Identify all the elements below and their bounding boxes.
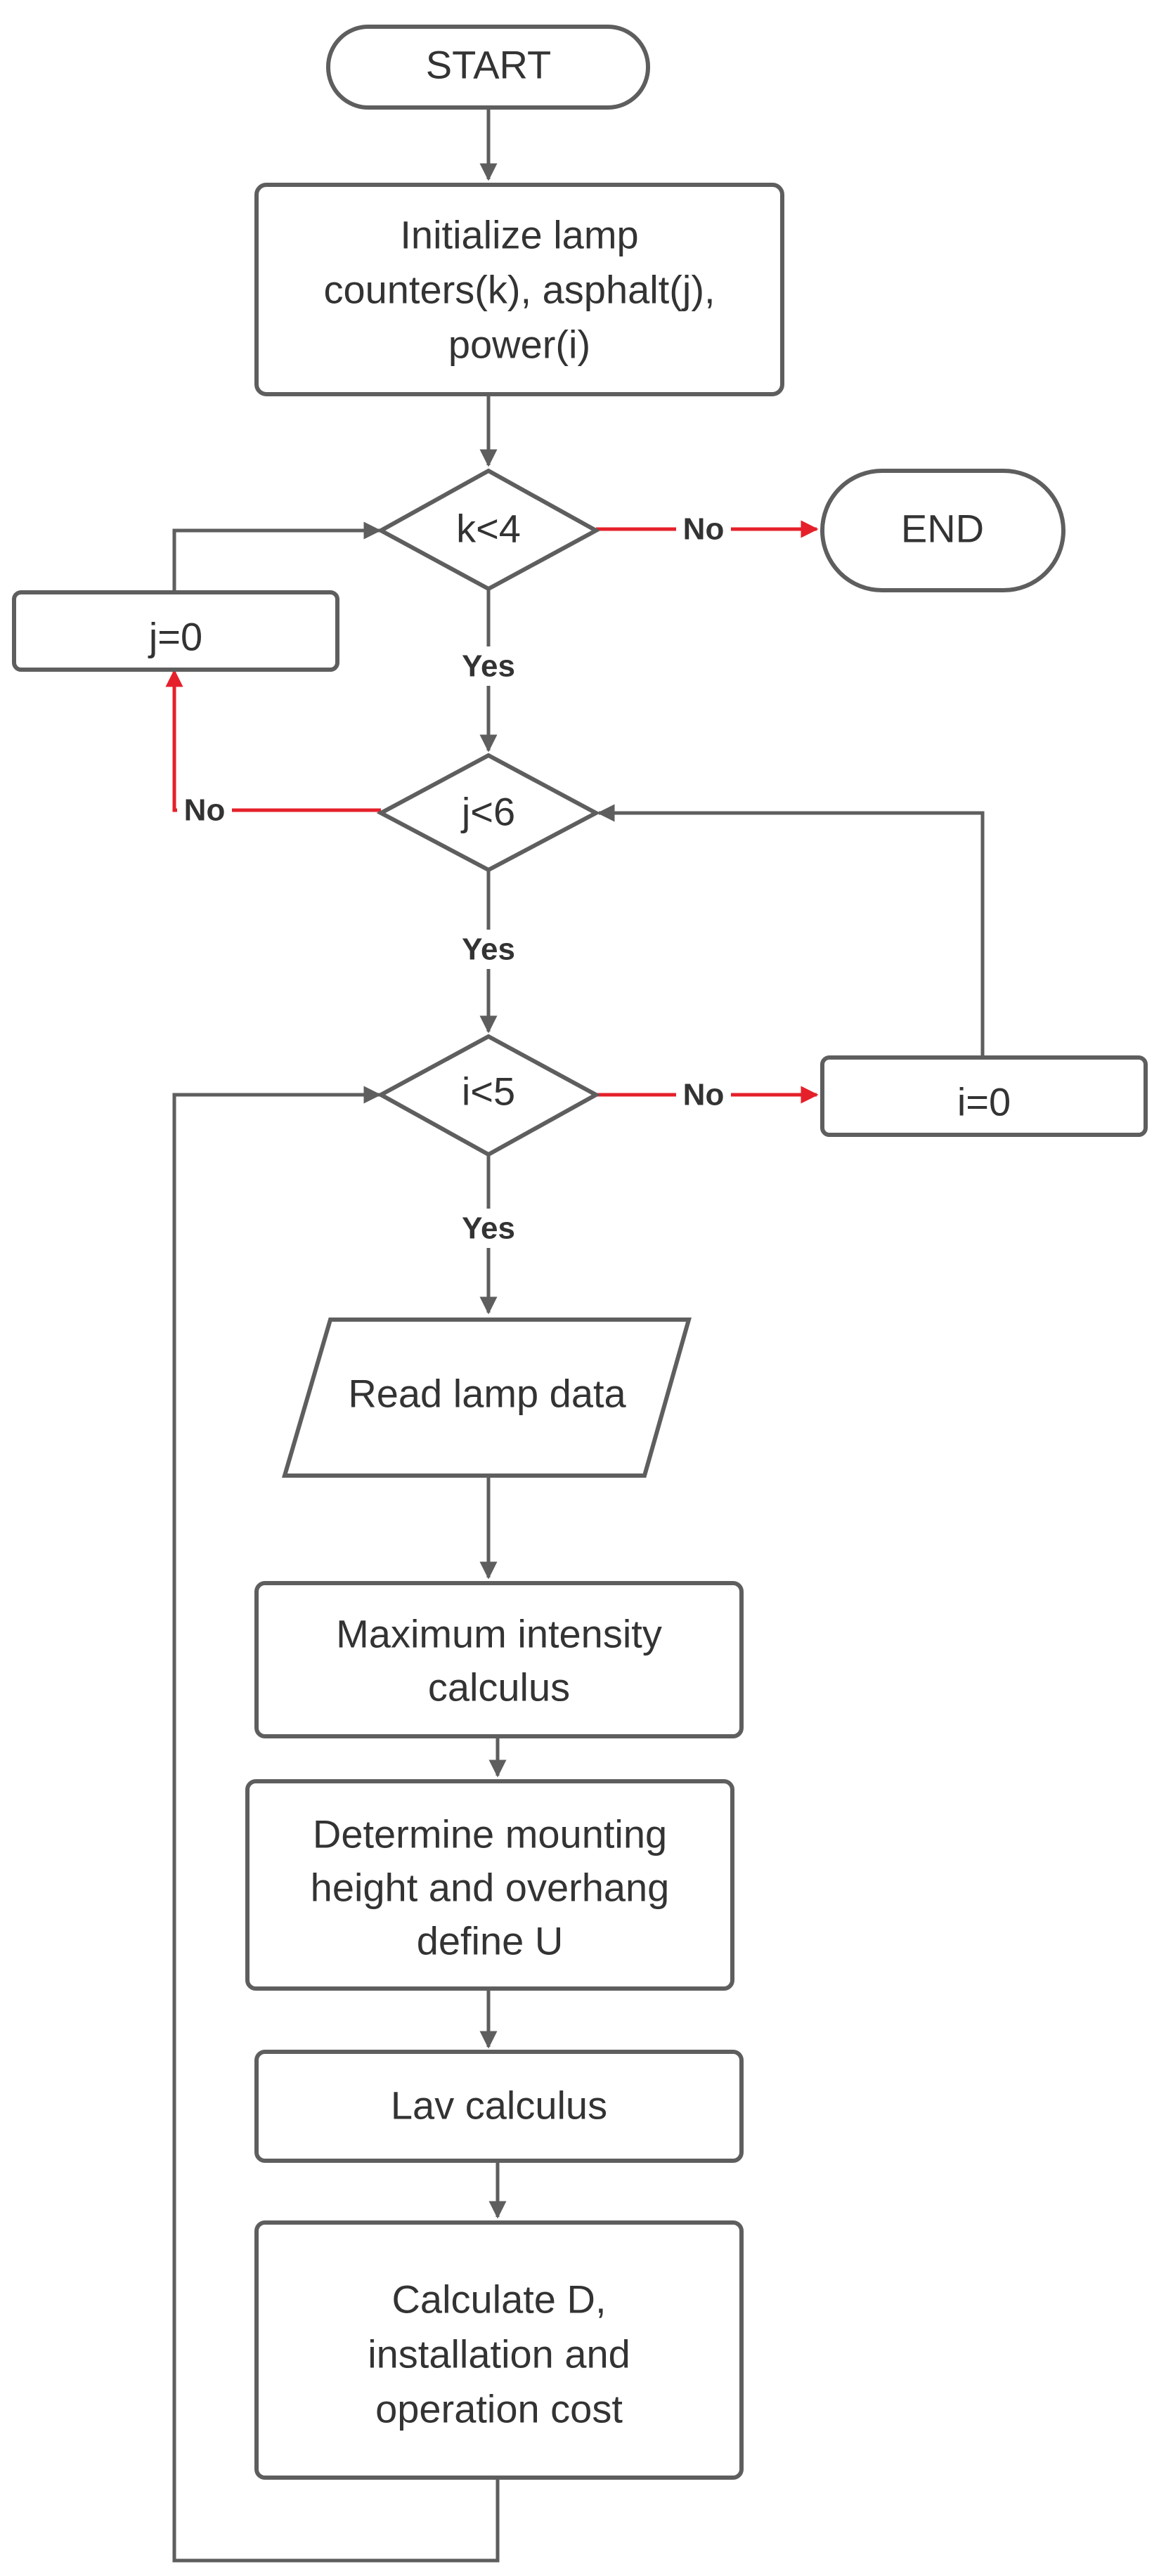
label-j-no: No (177, 791, 232, 830)
svg-text:No: No (683, 512, 725, 547)
mounting-node: Determine mounting height and overhang d… (245, 1779, 734, 1991)
svg-text:Yes: Yes (462, 1211, 515, 1246)
svg-text:END: END (901, 507, 984, 551)
svg-text:counters(k), asphalt(j),: counters(k), asphalt(j), (323, 268, 715, 312)
decision-j-node: j<6 (376, 753, 601, 873)
svg-text:Calculate D,: Calculate D, (391, 2277, 606, 2322)
svg-text:No: No (683, 1078, 725, 1112)
svg-text:i=0: i=0 (957, 1080, 1011, 1124)
svg-text:Maximum intensity: Maximum intensity (336, 1612, 662, 1656)
label-k-yes: Yes (453, 646, 524, 686)
svg-text:j=0: j=0 (148, 615, 202, 659)
svg-text:Lav calculus: Lav calculus (391, 2083, 607, 2128)
label-k-no: No (676, 509, 731, 549)
svg-text:No: No (184, 793, 226, 828)
svg-text:Yes: Yes (462, 932, 515, 967)
init-process-node: Initialize lamp counters(k), asphalt(j),… (254, 183, 784, 396)
svg-text:START: START (426, 43, 551, 87)
svg-text:i<5: i<5 (462, 1069, 515, 1114)
svg-text:Initialize lamp: Initialize lamp (400, 213, 638, 257)
edge-reset-j-to-cond-k (172, 521, 382, 592)
svg-text:power(i): power(i) (448, 323, 590, 367)
calc-d-cost-node: Calculate D, installation and operation … (254, 2220, 744, 2480)
label-i-no: No (676, 1075, 731, 1114)
svg-text:calculus: calculus (428, 1665, 570, 1710)
svg-text:Yes: Yes (462, 649, 515, 684)
max-intensity-node: Maximum intensity calculus (254, 1581, 744, 1738)
edge-cond-j-no-to-reset-j (165, 669, 381, 812)
svg-text:j<6: j<6 (460, 790, 515, 834)
lav-calculus-node: Lav calculus (254, 2050, 744, 2163)
read-lamp-data-node: Read lamp data (281, 1318, 692, 1478)
edge-calc-d-loop-to-cond-i (172, 1086, 500, 2563)
svg-text:installation and: installation and (368, 2332, 630, 2376)
reset-i-node: i=0 (820, 1055, 1148, 1137)
label-j-yes: Yes (453, 930, 524, 969)
edge-reset-i-to-cond-j (597, 804, 985, 1058)
decision-k-node: k<4 (376, 468, 601, 592)
reset-j-node: j=0 (12, 590, 339, 672)
decision-i-node: i<5 (376, 1034, 601, 1157)
svg-text:operation cost: operation cost (375, 2387, 623, 2431)
svg-text:Read lamp data: Read lamp data (348, 1372, 626, 1416)
label-i-yes: Yes (453, 1209, 524, 1248)
start-node: START (326, 25, 650, 110)
svg-text:k<4: k<4 (456, 507, 521, 551)
svg-text:Determine mounting: Determine mounting (313, 1812, 667, 1856)
svg-text:define U: define U (417, 1919, 564, 1963)
svg-text:height and overhang: height and overhang (311, 1866, 670, 1910)
end-node: END (820, 469, 1065, 592)
